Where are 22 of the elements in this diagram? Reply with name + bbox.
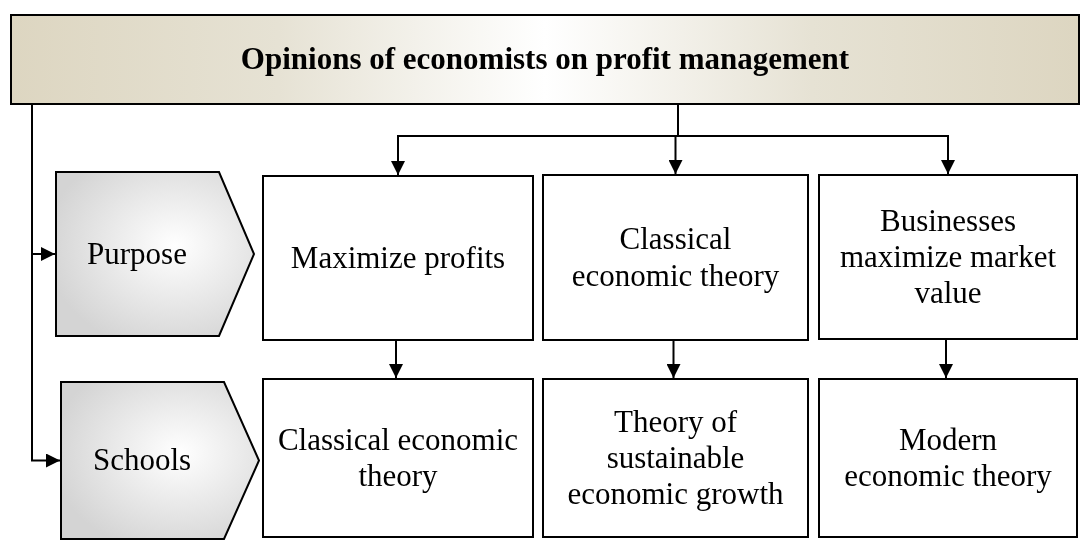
arrow xyxy=(939,339,953,379)
node-text: Maximize profits xyxy=(290,239,506,277)
node-text: Theory of sustainable economic growth xyxy=(566,403,785,513)
arrow xyxy=(677,104,955,175)
process-box xyxy=(262,378,534,538)
node-text: Modern economic theory xyxy=(843,421,1053,495)
node-text: Schools xyxy=(92,442,192,479)
node-text: Classical economic theory xyxy=(276,421,520,495)
process-box xyxy=(818,378,1078,538)
process-box xyxy=(542,378,809,538)
process-box xyxy=(818,174,1078,340)
arrow xyxy=(666,340,681,379)
category-pentagon xyxy=(60,381,260,540)
heading-text: Opinions of economists on profit management xyxy=(240,41,850,78)
header-banner xyxy=(10,14,1080,105)
node-text: Classical economic theory xyxy=(570,221,781,294)
node-text: Businesses maximize market value xyxy=(838,202,1057,312)
node-text: Purpose xyxy=(87,235,187,273)
category-pentagon xyxy=(55,171,255,337)
process-box xyxy=(542,174,809,341)
arrow xyxy=(389,340,403,379)
process-box xyxy=(262,175,534,341)
